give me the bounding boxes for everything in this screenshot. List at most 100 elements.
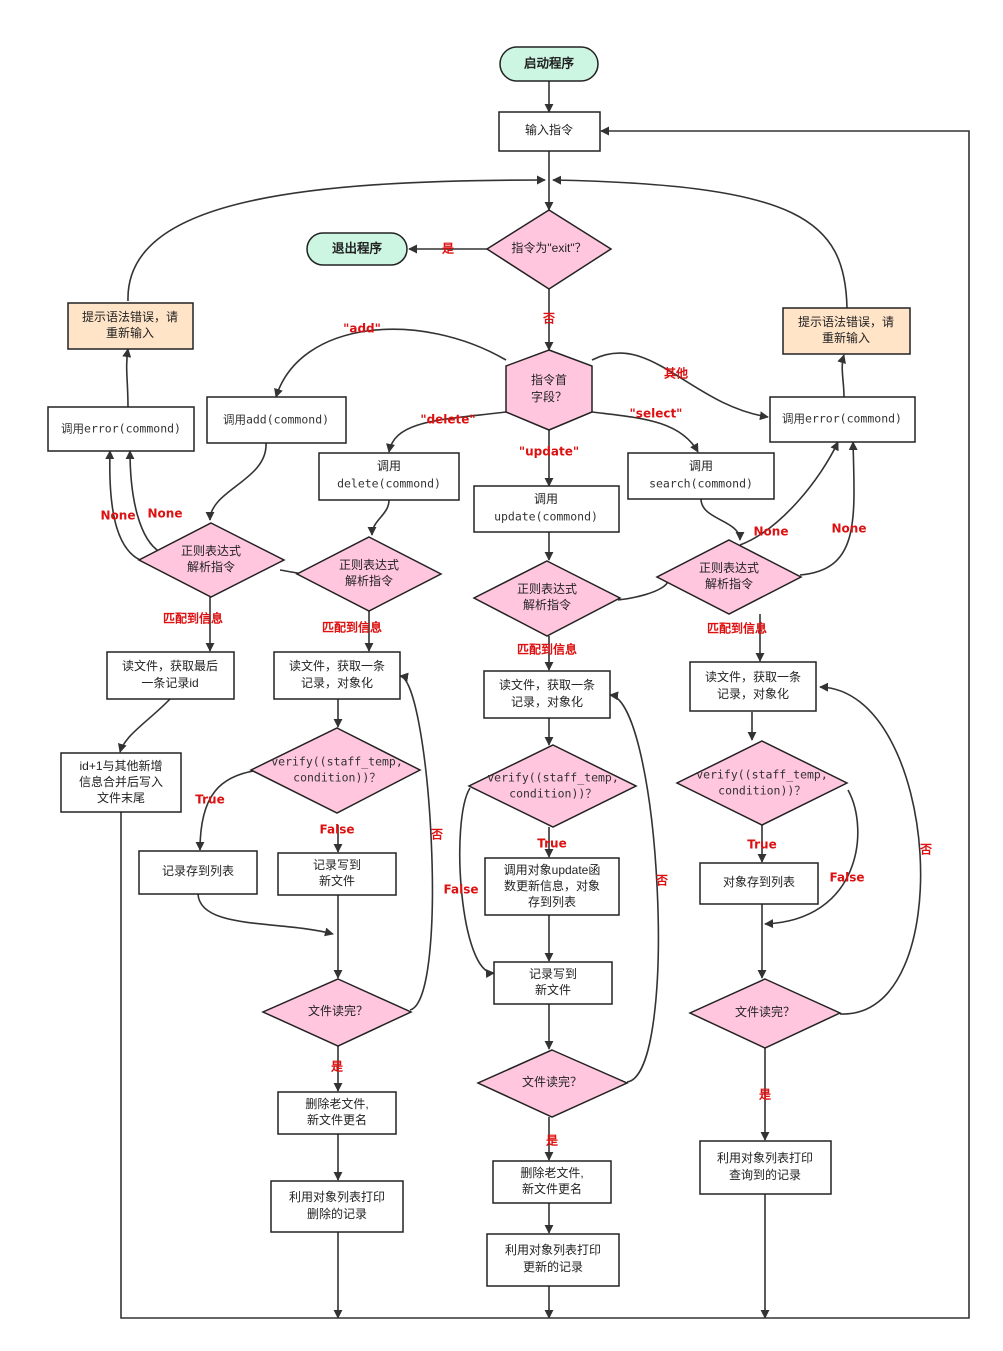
sel-print-box: 利用对象列表打印 查询到的记录 (699, 1140, 832, 1195)
label-upd-yes: 是 (545, 1134, 559, 1148)
edge-labels: 是 否 "add" "delete" "update" "select" 其他 … (101, 242, 932, 1148)
del-replace-box: 删除老文件, 新文件更名 (277, 1091, 397, 1135)
add-write-line3: 文件末尾 (97, 790, 145, 805)
label-match-update: 匹配到信息 (517, 642, 577, 657)
sel-read-line2: 记录，对象化 (717, 687, 789, 701)
del-print-line2: 删除的记录 (307, 1206, 367, 1221)
sel-done-decision: 文件读完？ (688, 978, 842, 1049)
upd-write-line2: 新文件 (535, 982, 571, 997)
error-note-right-line2: 重新输入 (822, 330, 870, 345)
del-write-line1: 记录写到 (313, 858, 361, 872)
del-verify-line2: condition))？ (293, 771, 381, 785)
call-search-line1: 调用 (689, 459, 713, 473)
regex-update-line1: 正则表达式 (517, 582, 577, 596)
regex-add-line1: 正则表达式 (181, 544, 241, 558)
label-none-4: None (832, 522, 867, 536)
start-text: 启动程序 (524, 56, 575, 71)
exit-node: 退出程序 (306, 232, 408, 266)
label-match-search: 匹配到信息 (707, 621, 767, 636)
regex-add-line2: 解析指令 (187, 559, 235, 574)
del-store-box: 记录存到列表 (138, 850, 258, 895)
upd-print-box: 利用对象列表打印 更新的记录 (486, 1233, 620, 1287)
label-other: 其他 (664, 366, 688, 381)
del-replace-line1: 删除老文件, (305, 1096, 368, 1111)
sel-verify-line2: condition))？ (718, 784, 806, 798)
add-write-line1: id+1与其他新增 (79, 758, 162, 773)
regex-search-line2: 解析指令 (705, 576, 753, 591)
regex-delete-line1: 正则表达式 (339, 558, 399, 572)
add-write-line2: 信息合并后写入 (79, 774, 163, 789)
input-text: 输入指令 (525, 122, 573, 137)
upd-verify-line2: condition))？ (509, 787, 597, 801)
call-update-line1: 调用 (534, 492, 558, 506)
label-upd-true: True (537, 837, 566, 851)
regex-add-decision: 正则表达式 解析指令 (137, 522, 286, 598)
sel-done-text: 文件读完？ (735, 1004, 795, 1019)
add-read-line2: 一条记录id (141, 676, 198, 690)
upd-apply-line1: 调用对象update函 (504, 863, 601, 877)
upd-read-line2: 记录，对象化 (511, 695, 583, 709)
label-update: "update" (519, 445, 579, 459)
del-verify-decision: verify((staff_temp, condition))？ (249, 727, 422, 814)
input-node: 输入指令 (498, 111, 601, 152)
label-del-yes: 是 (330, 1060, 344, 1074)
connectors (105, 80, 970, 1319)
upd-replace-box: 删除老文件, 新文件更名 (492, 1160, 612, 1204)
del-read-box: 读文件，获取一条 记录，对象化 (273, 651, 401, 700)
sel-read-box: 读文件，获取一条 记录，对象化 (689, 661, 817, 712)
label-no-exit: 否 (542, 312, 555, 326)
sel-read-line1: 读文件，获取一条 (705, 669, 801, 684)
upd-read-line1: 读文件，获取一条 (499, 677, 595, 692)
add-read-line1: 读文件，获取最后 (122, 658, 218, 673)
label-del-true: True (195, 793, 224, 807)
call-error-left: 调用error(commond) (47, 406, 195, 452)
error-note-right-line1: 提示语法错误，请 (798, 314, 894, 329)
label-upd-false: False (444, 883, 479, 897)
label-none-1: None (101, 509, 136, 523)
regex-delete-line2: 解析指令 (345, 573, 393, 588)
exit-text: 退出程序 (332, 241, 383, 256)
label-sel-no: 否 (919, 843, 932, 857)
call-error-right-text: 调用error(commond) (782, 412, 902, 426)
sel-print-line2: 查询到的记录 (729, 1167, 801, 1182)
sel-store-box: 对象存到列表 (699, 862, 819, 905)
upd-print-line1: 利用对象列表打印 (505, 1243, 601, 1257)
start-node: 启动程序 (499, 46, 599, 82)
upd-write-line1: 记录写到 (529, 967, 577, 981)
call-search-line2: search(commond) (649, 477, 753, 491)
sel-verify-line1: verify((staff_temp, (696, 768, 828, 782)
regex-update-line2: 解析指令 (523, 597, 571, 612)
error-note-right: 提示语法错误，请 重新输入 (782, 307, 911, 355)
upd-verify-line1: verify((staff_temp, (487, 771, 619, 785)
call-update: 调用 update(commond) (473, 485, 620, 533)
regex-search-line1: 正则表达式 (699, 561, 759, 575)
label-add: "add" (343, 322, 381, 336)
regex-delete-decision: 正则表达式 解析指令 (295, 536, 443, 612)
label-sel-false: False (830, 871, 865, 885)
call-search: 调用 search(commond) (627, 452, 775, 500)
del-replace-line2: 新文件更名 (307, 1112, 367, 1127)
upd-write-box: 记录写到 新文件 (493, 961, 613, 1005)
upd-done-decision: 文件读完？ (476, 1049, 629, 1118)
sel-print-line1: 利用对象列表打印 (717, 1151, 813, 1165)
error-note-left-line1: 提示语法错误，请 (82, 309, 178, 324)
label-del-no: 否 (430, 828, 443, 842)
is-exit-text: 指令为"exit"？ (511, 240, 586, 255)
del-store-text: 记录存到列表 (162, 864, 234, 878)
label-match-add: 匹配到信息 (163, 611, 223, 626)
label-none-3: None (754, 525, 789, 539)
del-done-text: 文件读完？ (308, 1003, 368, 1018)
first-field-line2: 字段？ (531, 389, 567, 404)
upd-apply-line2: 数更新信息，对象 (504, 878, 600, 893)
first-field-line1: 指令首 (531, 372, 567, 387)
call-error-left-text: 调用error(commond) (61, 422, 181, 436)
label-delete: "delete" (420, 413, 475, 427)
call-update-line2: update(commond) (494, 510, 598, 524)
upd-replace-line1: 删除老文件, (520, 1165, 583, 1180)
del-verify-line1: verify((staff_temp, (271, 755, 403, 769)
add-read-box: 读文件，获取最后 一条记录id (106, 651, 235, 700)
call-delete: 调用 delete(commond) (318, 452, 460, 501)
call-delete-line2: delete(commond) (337, 477, 441, 491)
upd-verify-decision: verify((staff_temp, condition))？ (467, 744, 638, 828)
is-exit-decision: 指令为"exit"？ (485, 209, 613, 290)
